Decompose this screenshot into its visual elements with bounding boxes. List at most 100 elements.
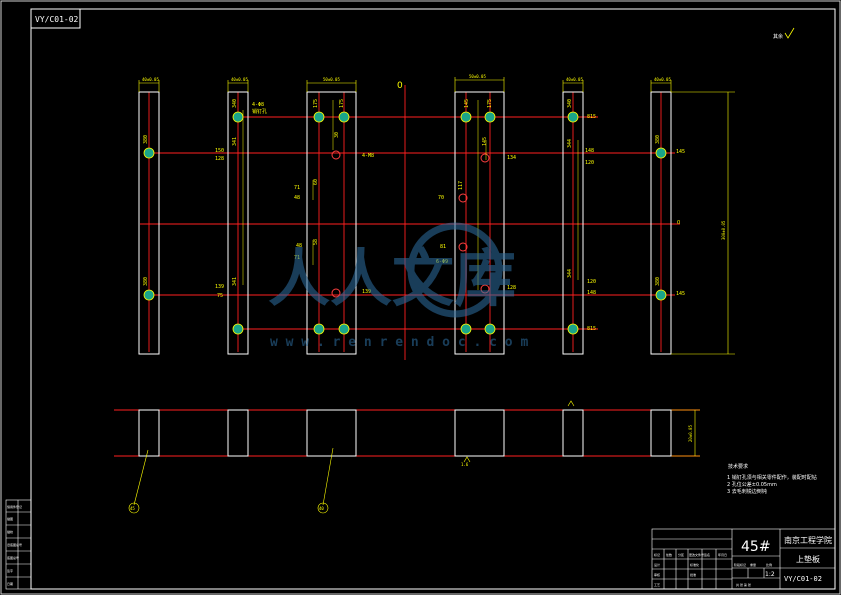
balloon	[317, 502, 329, 514]
svg-text:60: 60	[313, 179, 319, 185]
plate-6	[650, 91, 672, 355]
hole	[313, 111, 325, 123]
hole-dimensions	[242, 100, 579, 290]
watermark-ring	[407, 222, 503, 318]
role-label: 审核	[654, 572, 660, 577]
svg-text:40±0.05: 40±0.05	[142, 77, 159, 82]
stage-cell: 阶段标记	[734, 562, 746, 567]
threaded-hole	[331, 150, 341, 160]
svg-text:70: 70	[438, 195, 444, 201]
row-header: 分区	[678, 552, 684, 557]
svg-text:40±0.05: 40±0.05	[231, 77, 248, 82]
roughness-symbol-icon	[567, 400, 575, 407]
threaded-hole	[458, 193, 468, 203]
svg-text:4-Φ8: 4-Φ8	[252, 102, 264, 108]
svg-text:40±0.05: 40±0.05	[654, 77, 671, 82]
svg-text:81: 81	[440, 244, 446, 250]
side-plate-1	[138, 409, 160, 457]
roughness-note: 其余	[773, 33, 783, 40]
strip-label: 签字	[7, 568, 13, 573]
svg-text:128: 128	[507, 285, 516, 291]
svg-text:148: 148	[587, 290, 596, 296]
code-top: VY/C01-02	[35, 15, 79, 24]
inner-frame	[30, 8, 836, 590]
svg-text:145: 145	[676, 291, 685, 297]
row-header: 签名	[704, 552, 710, 557]
width-dimension-labels: 40±0.05 40±0.05 50±0.05 50±0.05 40±0.05 …	[142, 74, 726, 442]
svg-text:341: 341	[232, 277, 238, 286]
svg-text:344: 344	[567, 139, 573, 148]
svg-text:40±0.05: 40±0.05	[566, 77, 583, 82]
tech-title: 技术要求	[728, 463, 748, 470]
watermark: 人人文库 w w w . r e n r e n d o c . c o m	[268, 222, 528, 350]
hole	[143, 289, 155, 301]
svg-text:58: 58	[313, 239, 319, 245]
svg-text:48: 48	[296, 243, 302, 249]
svg-text:50±0.05: 50±0.05	[469, 74, 486, 79]
balloon-label: 40	[319, 506, 324, 511]
side-roughness: 1.6	[461, 462, 469, 467]
svg-text:销钉孔: 销钉孔	[252, 108, 267, 115]
material: 45#	[741, 539, 771, 555]
hole	[338, 323, 350, 335]
code-box-top	[30, 8, 81, 29]
svg-text:145: 145	[482, 137, 488, 146]
stage-cell: 重量	[750, 562, 756, 567]
hole	[232, 111, 244, 123]
svg-text:71: 71	[294, 185, 300, 191]
height-dimension: 300±0.05	[721, 220, 726, 240]
hole	[313, 323, 325, 335]
zero-right: 0	[677, 220, 680, 226]
hole	[567, 323, 579, 335]
tech-notes: 技术要求 1 销钉孔须与相关零件配作，装配时配钻 2 孔位公差±0.05mm 3…	[727, 463, 817, 495]
svg-text:815: 815	[587, 114, 596, 120]
tech-note: 3 去毛刺锐边倒钝	[727, 488, 767, 495]
hole	[655, 289, 667, 301]
svg-text:340: 340	[232, 99, 238, 108]
svg-text:148: 148	[585, 148, 594, 154]
svg-text:30: 30	[334, 132, 340, 138]
stage-cell: 比例	[766, 562, 772, 567]
side-plate-5	[562, 409, 584, 457]
strip-label: 底图总号	[7, 555, 19, 560]
hole	[484, 111, 496, 123]
roughness-symbol-icon	[784, 27, 795, 39]
side-plate-4	[454, 409, 505, 457]
svg-text:117: 117	[458, 181, 464, 190]
row-header: 更改文件号	[689, 552, 704, 557]
hole	[484, 323, 496, 335]
svg-text:50±0.05: 50±0.05	[323, 77, 340, 82]
balloon-label: 45	[130, 506, 135, 511]
title-block	[651, 528, 836, 590]
tech-note: 1 销钉孔须与相关零件配作，装配时配钻	[727, 474, 817, 481]
svg-text:340: 340	[567, 99, 573, 108]
scale: 1:2	[765, 571, 775, 578]
left-strip	[5, 499, 32, 590]
threaded-hole	[480, 153, 490, 163]
plate-3	[306, 91, 357, 355]
side-view	[138, 409, 672, 457]
svg-text:380: 380	[655, 277, 661, 286]
part-name: 上垫板	[796, 554, 820, 564]
svg-text:344: 344	[567, 269, 573, 278]
center-lines	[114, 85, 700, 457]
svg-text:175: 175	[487, 99, 493, 108]
side-plate-6	[650, 409, 672, 457]
row-header: 处数	[666, 552, 672, 557]
svg-text:145: 145	[676, 149, 685, 155]
svg-text:6-Φ9: 6-Φ9	[436, 259, 448, 265]
svg-text:71: 71	[294, 255, 300, 261]
threaded-hole	[480, 284, 490, 294]
side-plate-2	[227, 409, 249, 457]
holes	[143, 111, 667, 335]
svg-text:139: 139	[215, 284, 224, 290]
role-label: 批准	[690, 572, 696, 577]
plates	[138, 91, 672, 355]
hole	[338, 111, 350, 123]
plate-5	[562, 91, 584, 355]
watermark-url: w w w . r e n r e n d o c . c o m	[270, 335, 528, 350]
side-annotations	[128, 400, 575, 514]
row-header: 年月日	[718, 552, 727, 557]
